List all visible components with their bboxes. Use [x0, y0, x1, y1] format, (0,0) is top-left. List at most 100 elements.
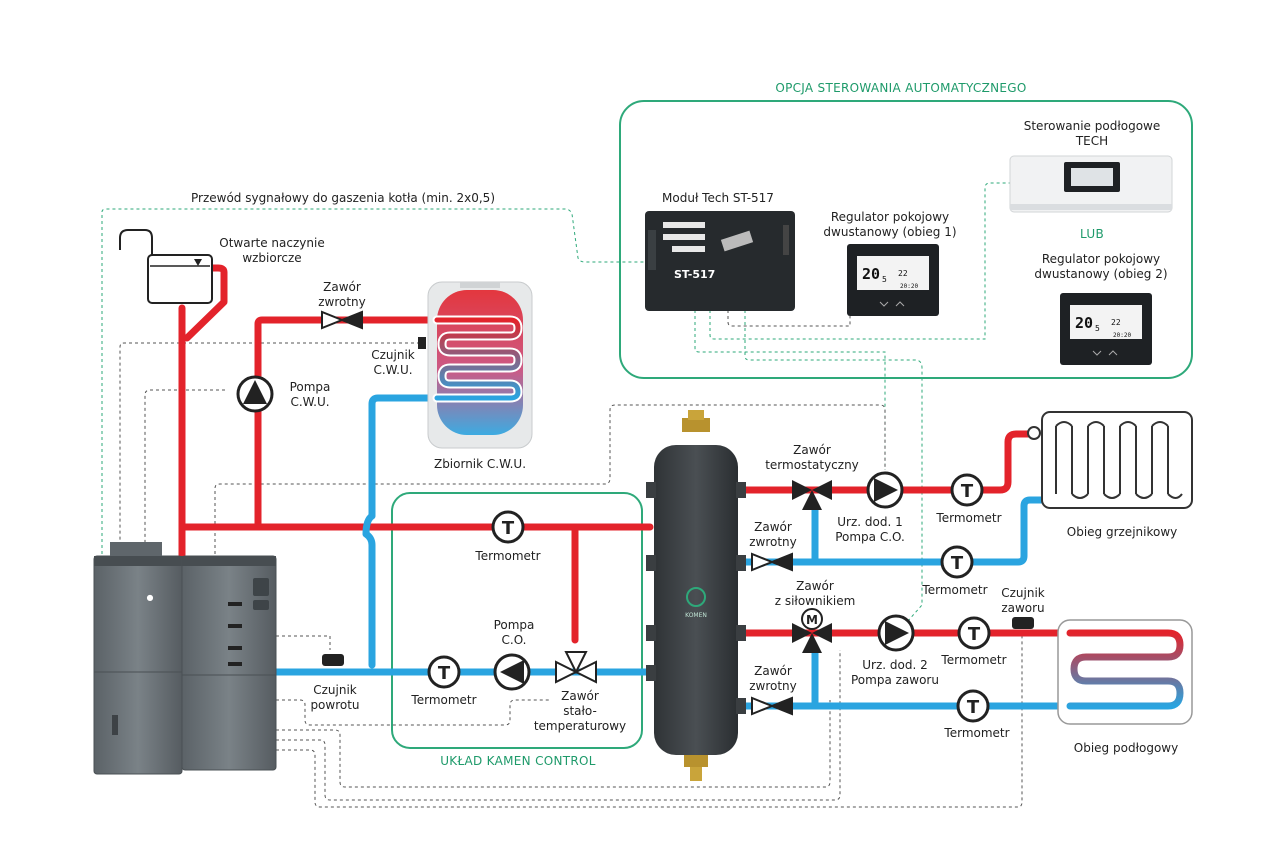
co-pump-label-1: Pompa — [494, 618, 535, 632]
svg-text:20: 20 — [1075, 314, 1093, 332]
module-st517: ST-517 — [645, 211, 795, 311]
pump2-icon — [877, 614, 915, 652]
constant-temp-valve-label-3: temperaturowy — [534, 719, 626, 733]
expansion-vessel — [119, 229, 213, 304]
floor-controller-label-2: TECH — [1075, 134, 1108, 148]
dhw-pump-label-1: Pompa — [290, 380, 331, 394]
svg-text:20: 20 — [862, 265, 880, 283]
main-boiler — [181, 555, 277, 771]
check-valve-floor — [751, 696, 793, 716]
dhw-sensor — [418, 337, 426, 349]
thermostatic-valve — [792, 480, 832, 510]
actuator-valve: M — [792, 608, 832, 653]
module-label: Moduł Tech ST-517 — [662, 191, 774, 205]
svg-text:T: T — [968, 624, 981, 645]
wire-room-reg2 — [709, 182, 1010, 340]
svg-text:20:20: 20:20 — [900, 283, 918, 290]
check-valve-floor-label-2: zwrotny — [749, 679, 797, 693]
wire-valve-sensor — [276, 630, 1023, 808]
pipe-radiator-return — [736, 496, 1054, 566]
wire-bottom-2 — [276, 650, 841, 801]
dhw-tank-label: Zbiornik C.W.U. — [434, 457, 526, 471]
pump1-label-1: Urz. dod. 1 — [837, 515, 902, 529]
return-sensor-label-1: Czujnik — [313, 683, 357, 697]
pipe-radiator-supply — [736, 430, 1034, 494]
thermometer-floor-return: T — [956, 689, 990, 723]
check-valve-dhw — [321, 310, 363, 330]
thermometer-floor-supply: T — [957, 616, 991, 650]
svg-text:T: T — [502, 518, 515, 539]
thermometer-radiator-return-label: Termometr — [921, 583, 987, 597]
dhw-sensor-label-1: Czujnik — [371, 348, 415, 362]
signal-wire-boiler — [101, 208, 645, 560]
pipe-dhw-return — [362, 394, 434, 669]
thermometer-radiator-supply: T — [950, 473, 984, 507]
co-pump-label-2: C.O. — [502, 633, 527, 647]
floor-heating-coil — [1057, 619, 1193, 725]
wire-bottom-1 — [276, 700, 831, 788]
actuator-valve-label-1: Zawór — [796, 579, 834, 593]
wire-pump2 — [744, 310, 923, 631]
thermostatic-valve-label-2: termostatyczny — [765, 458, 859, 472]
room-regulator-1-label-1: Regulator pokojowy — [831, 210, 949, 224]
room-regulator-1-label-2: dwustanowy (obieg 1) — [823, 225, 956, 239]
wire-dhw-sensor — [119, 342, 420, 560]
module-badge: ST-517 — [674, 268, 715, 281]
svg-text:5: 5 — [882, 275, 887, 284]
valve-sensor-label-2: zaworu — [1001, 601, 1044, 615]
dhw-tank — [427, 281, 533, 449]
auto-control-title: OPCJA STEROWANIA AUTOMATYCZNEGO — [775, 81, 1026, 95]
return-sensor-label-2: powrotu — [310, 698, 359, 712]
kamen-control-frame — [391, 492, 643, 749]
room-regulator-2-label-2: dwustanowy (obieg 2) — [1034, 267, 1167, 281]
constant-temp-valve-label-1: Zawór — [561, 689, 599, 703]
thermometer-kamen-bottom-label: Termometr — [410, 693, 476, 707]
svg-text:T: T — [438, 663, 451, 684]
expansion-vessel-label-1: Otwarte naczynie — [219, 236, 324, 250]
actuator-valve-label-2: z siłownikiem — [775, 594, 856, 608]
return-sensor — [322, 654, 344, 666]
valve-sensor — [1012, 617, 1034, 629]
room-regulator-1: 20 5 22 20:20 — [847, 244, 939, 316]
floor-controller-label-1: Sterowanie podłogowe — [1024, 119, 1161, 133]
wire-dhw-pump — [144, 389, 225, 560]
radiator — [1027, 411, 1193, 509]
check-valve-radiator — [751, 552, 793, 572]
thermostatic-valve-label-1: Zawór — [793, 443, 831, 457]
floor-controller — [1009, 155, 1173, 213]
hydraulic-separator: KOMEN — [646, 410, 746, 781]
svg-text:20:20: 20:20 — [1113, 332, 1131, 339]
pellet-boiler: ● — [93, 542, 183, 775]
wire-pump1 — [694, 310, 886, 470]
thermometer-kamen-top-label: Termometr — [474, 549, 540, 563]
check-valve-dhw-label-1: Zawór — [323, 280, 361, 294]
svg-text:T: T — [961, 481, 974, 502]
dhw-pump-icon — [236, 375, 274, 413]
pump1-label-2: Pompa C.O. — [835, 530, 905, 544]
thermometer-kamen-bottom: T — [427, 655, 461, 689]
svg-text:●: ● — [147, 593, 154, 602]
thermometer-floor-return-label: Termometr — [943, 726, 1009, 740]
kamen-control-title: UKŁAD KAMEN CONTROL — [440, 754, 596, 768]
thermometer-radiator-return: T — [940, 545, 974, 579]
dhw-pump-label-2: C.W.U. — [290, 395, 329, 409]
constant-temp-valve — [555, 651, 597, 684]
room-regulator-2: 20 5 22 20:20 — [1060, 293, 1152, 365]
check-valve-dhw-label-2: zwrotny — [318, 295, 366, 309]
constant-temp-valve-label-2: stało- — [563, 704, 597, 718]
thermometer-kamen-top: T — [491, 510, 525, 544]
thermometer-radiator-supply-label: Termometr — [935, 511, 1001, 525]
check-valve-radiator-label-1: Zawór — [754, 520, 792, 534]
hydro-brand: KOMEN — [685, 612, 707, 619]
svg-text:T: T — [951, 553, 964, 574]
pump2-label-1: Urz. dod. 2 — [862, 658, 927, 672]
pump1-icon — [866, 471, 904, 509]
pump2-label-2: Pompa zaworu — [851, 673, 939, 687]
check-valve-radiator-label-2: zwrotny — [749, 535, 797, 549]
wire-const-valve — [276, 699, 550, 726]
radiator-circuit-label: Obieg grzejnikowy — [1067, 525, 1178, 539]
dhw-sensor-label-2: C.W.U. — [373, 363, 412, 377]
expansion-vessel-label-2: wzbiorcze — [242, 251, 301, 265]
signal-wire-label: Przewód sygnałowy do gaszenia kotła (min… — [191, 191, 495, 205]
